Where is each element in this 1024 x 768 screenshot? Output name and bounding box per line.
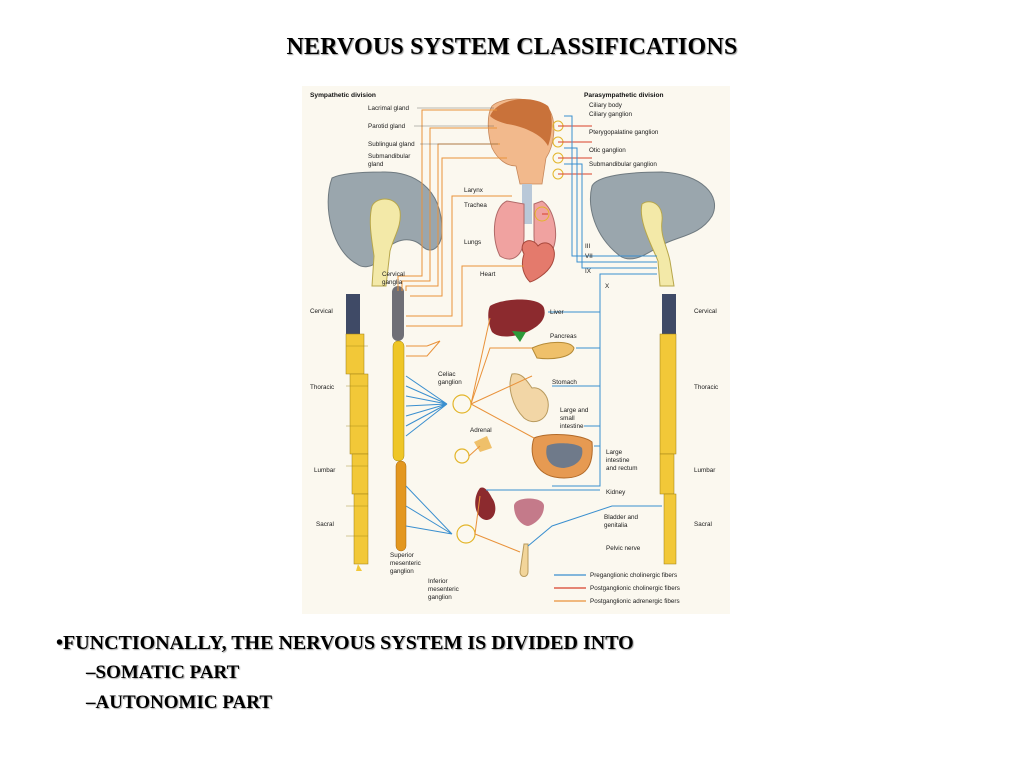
- svg-text:and rectum: and rectum: [606, 465, 638, 472]
- svg-text:Cervical: Cervical: [382, 271, 405, 278]
- svg-text:Large: Large: [606, 449, 623, 456]
- head: [487, 98, 555, 185]
- svg-text:Thoracic: Thoracic: [310, 384, 334, 391]
- svg-text:Pancreas: Pancreas: [550, 333, 577, 340]
- svg-text:Adrenal: Adrenal: [470, 427, 492, 434]
- svg-text:Bladder and: Bladder and: [604, 514, 638, 521]
- ganglia-labels: Cervical ganglia Celiac ganglion Superio…: [382, 271, 462, 601]
- svg-text:Lumbar: Lumbar: [314, 467, 335, 474]
- svg-text:Sacral: Sacral: [316, 521, 334, 528]
- legend-label-preganglionic-cholinergic: Preganglionic cholinergic fibers: [590, 572, 677, 579]
- svg-text:Superior: Superior: [390, 552, 414, 559]
- svg-text:mesenteric: mesenteric: [428, 586, 459, 593]
- organs: [474, 184, 593, 577]
- svg-text:Trachea: Trachea: [464, 202, 487, 209]
- svg-text:ganglion: ganglion: [390, 568, 414, 575]
- svg-text:Lacrimal gland: Lacrimal gland: [368, 105, 409, 112]
- gland-labels: Lacrimal gland Parotid gland Sublingual …: [368, 105, 498, 168]
- svg-text:Heart: Heart: [480, 271, 496, 278]
- svg-text:Cervical: Cervical: [694, 308, 717, 315]
- slide-title: NERVOUS SYSTEM CLASSIFICATIONS: [286, 34, 738, 60]
- svg-text:Lungs: Lungs: [464, 239, 481, 246]
- svg-text:IX: IX: [585, 268, 592, 275]
- svg-text:Inferior: Inferior: [428, 578, 448, 585]
- svg-text:Kidney: Kidney: [606, 489, 626, 496]
- legend-label-postganglionic-adrenergic: Postganglionic adrenergic fibers: [590, 598, 680, 605]
- svg-text:Otic ganglion: Otic ganglion: [589, 147, 626, 154]
- right-spinal-cord: [659, 294, 677, 565]
- sub-bullet-somatic: –SOMATIC PART: [86, 662, 240, 683]
- right-brain: [589, 171, 715, 287]
- svg-text:Liver: Liver: [550, 309, 564, 316]
- svg-text:genitalia: genitalia: [604, 522, 628, 529]
- left-spinal-cord: [345, 294, 369, 571]
- svg-text:gland: gland: [368, 161, 384, 168]
- nervous-system-diagram: Sympathetic division Parasympathetic div…: [302, 86, 730, 614]
- svg-text:Parotid gland: Parotid gland: [368, 123, 406, 130]
- spinal-region-labels: Cervical Thoracic Lumbar Sacral Cervical…: [310, 308, 718, 528]
- svg-text:Celiac: Celiac: [438, 371, 456, 378]
- svg-text:Cervical: Cervical: [310, 308, 333, 315]
- svg-text:VII: VII: [585, 253, 593, 260]
- svg-text:intestine: intestine: [560, 423, 584, 430]
- svg-text:Submandibular ganglion: Submandibular ganglion: [589, 161, 657, 168]
- svg-text:mesenteric: mesenteric: [390, 560, 421, 567]
- fiber-legend: Preganglionic cholinergic fibers Postgan…: [554, 572, 680, 605]
- parasympathetic-division-title: Parasympathetic division: [584, 92, 664, 99]
- svg-text:Sublingual gland: Sublingual gland: [368, 141, 415, 148]
- svg-text:Ciliary ganglion: Ciliary ganglion: [589, 111, 633, 118]
- svg-text:Stomach: Stomach: [552, 379, 577, 386]
- main-bullet: •FUNCTIONALLY, THE NERVOUS SYSTEM IS DIV…: [56, 632, 634, 654]
- svg-text:Large and: Large and: [560, 407, 589, 414]
- svg-text:small: small: [560, 415, 575, 422]
- svg-text:Larynx: Larynx: [464, 187, 484, 194]
- svg-text:Sacral: Sacral: [694, 521, 712, 528]
- sympathetic-chain: [392, 286, 407, 552]
- svg-text:ganglion: ganglion: [438, 379, 462, 386]
- svg-text:Pelvic nerve: Pelvic nerve: [606, 545, 641, 552]
- left-brain: [327, 171, 443, 287]
- sub-bullet-autonomic: –AUTONOMIC PART: [86, 692, 272, 713]
- svg-text:ganglion: ganglion: [428, 594, 452, 601]
- svg-text:Submandibular: Submandibular: [368, 153, 410, 160]
- legend-label-postganglionic-cholinergic: Postganglionic cholinergic fibers: [590, 585, 680, 592]
- svg-text:Pterygopalatine ganglion: Pterygopalatine ganglion: [589, 129, 659, 136]
- sympathetic-division-title: Sympathetic division: [310, 92, 376, 99]
- svg-text:Lumbar: Lumbar: [694, 467, 715, 474]
- svg-text:ganglia: ganglia: [382, 279, 403, 286]
- parasympathetic-ganglion-labels: Ciliary body Ciliary ganglion Pterygopal…: [589, 102, 659, 168]
- cranial-nerve-labels: III VII IX X: [585, 243, 610, 290]
- svg-text:Ciliary body: Ciliary body: [589, 102, 623, 109]
- svg-text:Thoracic: Thoracic: [694, 384, 718, 391]
- nerve-fibers: [397, 109, 662, 553]
- svg-text:X: X: [605, 283, 610, 290]
- svg-text:III: III: [585, 243, 590, 250]
- organ-labels: Larynx Trachea Lungs Heart Liver Pancrea…: [464, 187, 641, 552]
- autonomic-diagram-svg: Sympathetic division Parasympathetic div…: [310, 92, 718, 605]
- svg-text:intestine: intestine: [606, 457, 630, 464]
